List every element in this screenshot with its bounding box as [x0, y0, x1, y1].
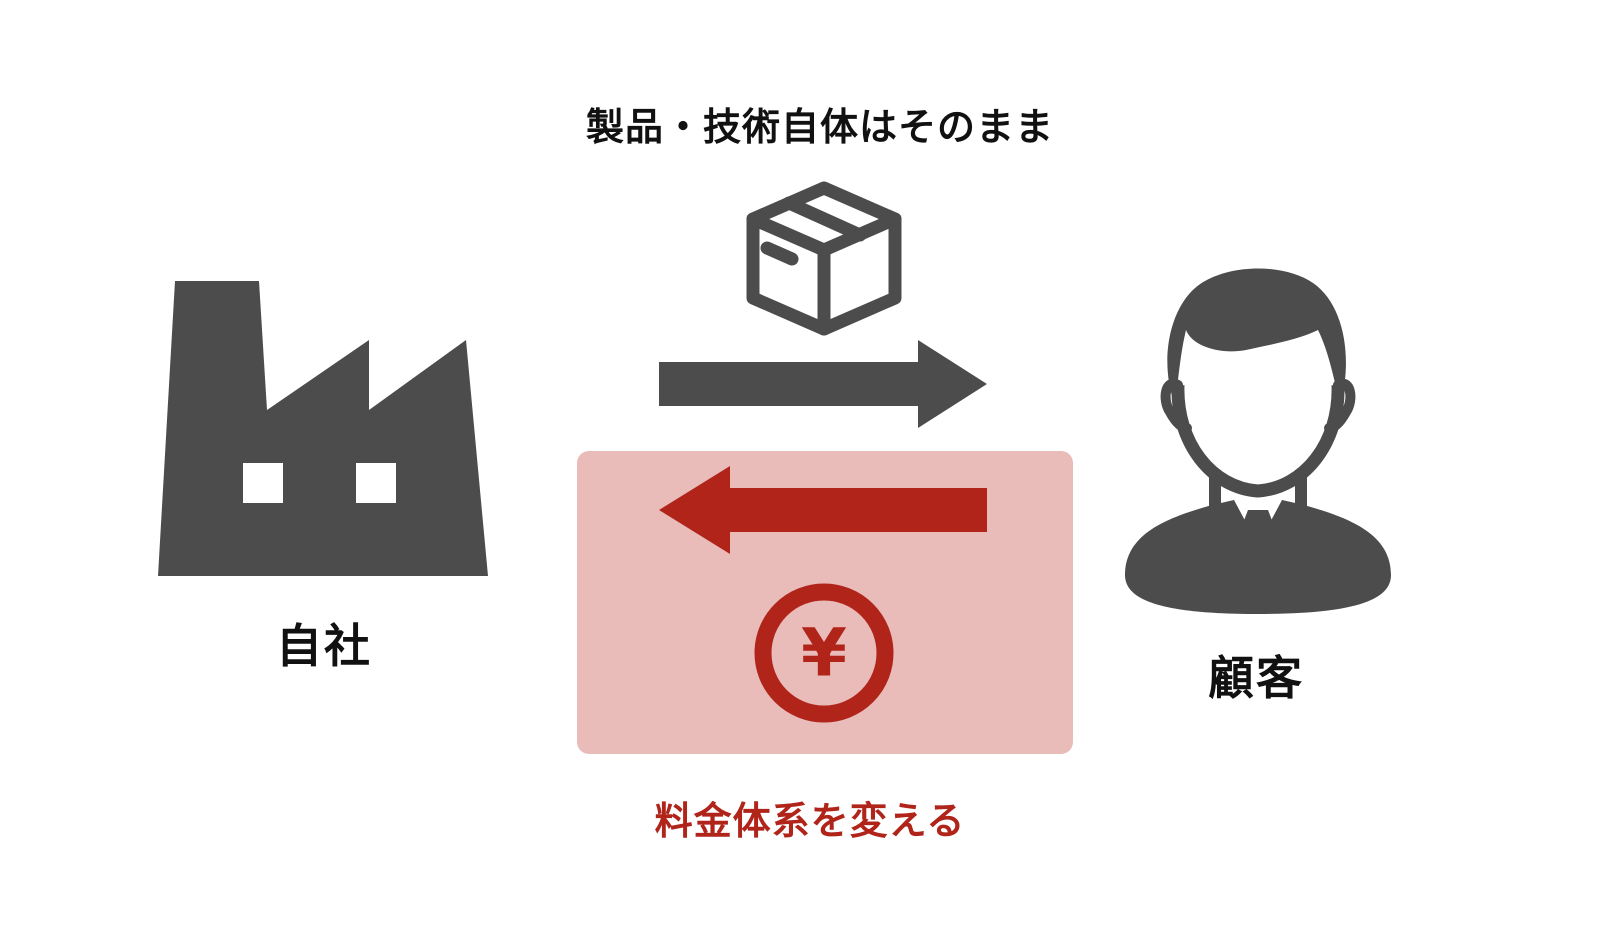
- company-label: 自社: [276, 619, 372, 673]
- pricing-label: 料金体系を変える: [654, 799, 966, 843]
- top-label: 製品・技術自体はそのまま: [585, 105, 1055, 149]
- customer-label: 顧客: [1208, 651, 1304, 705]
- currency-symbol: ¥: [801, 615, 847, 692]
